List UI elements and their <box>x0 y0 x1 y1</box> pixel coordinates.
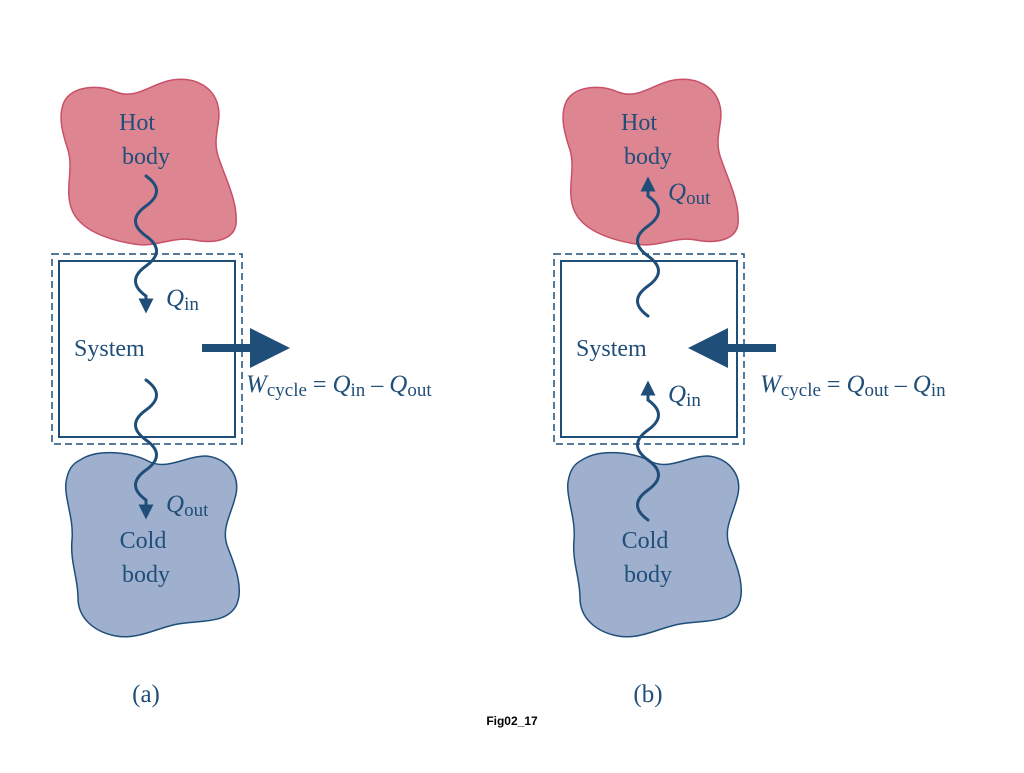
system-label: System <box>576 336 647 362</box>
heat-out-wavy-arrow-icon <box>636 176 660 318</box>
heat-out-wavy-arrow-icon <box>134 378 158 520</box>
hot-body-blob <box>60 78 237 246</box>
panel-a: Hot body Cold body System Qin Qout Wcycl… <box>51 78 432 708</box>
system-boundary-dashed <box>51 253 243 445</box>
heat-in-wavy-arrow-icon <box>636 380 660 522</box>
hot-body-blob <box>562 78 739 246</box>
heat-in-wavy-arrow-icon <box>134 174 158 314</box>
heat-in-label: Qin <box>166 285 199 315</box>
cold-body-blob <box>65 451 240 638</box>
system-boundary-dashed <box>553 253 745 445</box>
work-equation: Wcycle = Qout – Qin <box>760 371 946 401</box>
cold-body-blob <box>567 451 742 638</box>
heat-in-label: Qin <box>668 381 701 411</box>
hot-body-label: Hot body <box>119 110 170 170</box>
cold-body-label: Cold body <box>120 528 173 588</box>
system-label: System <box>74 336 145 362</box>
heat-out-label: Qout <box>166 491 209 521</box>
figure-id: Fig02_17 <box>486 714 538 728</box>
heat-out-label: Qout <box>668 179 711 209</box>
panel-b: Hot body Cold body System Qout Qin Wcycl… <box>553 78 946 708</box>
caption-b: (b) <box>633 681 662 708</box>
cold-body-label: Cold body <box>622 528 675 588</box>
work-equation: Wcycle = Qin – Qout <box>246 371 432 401</box>
hot-body-label: Hot body <box>621 110 672 170</box>
caption-a: (a) <box>132 681 160 708</box>
